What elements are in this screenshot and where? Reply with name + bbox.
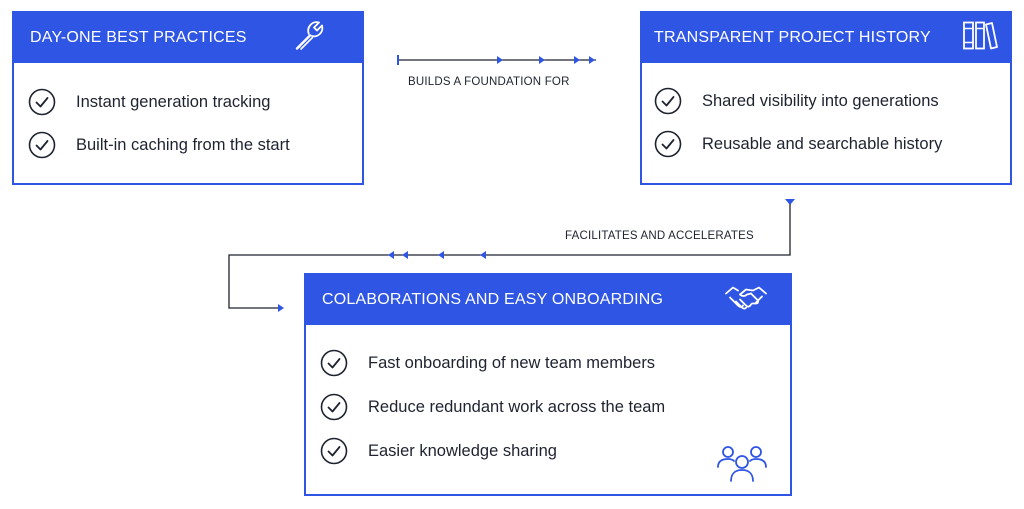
books-icon <box>962 19 998 58</box>
check-circle-icon <box>320 393 348 421</box>
item-label: Reduce redundant work across the team <box>368 397 666 416</box>
item-label: Reusable and searchable history <box>702 134 943 153</box>
wrench-icon <box>291 19 329 58</box>
item-label: Instant generation tracking <box>76 92 271 111</box>
item-label: Shared visibility into generations <box>702 91 939 110</box>
team-icon <box>716 443 768 488</box>
item-label: Fast onboarding of new team members <box>368 353 656 372</box>
list-item: Reduce redundant work across the team <box>320 393 665 421</box>
list-item: Shared visibility into generations <box>654 87 939 115</box>
check-circle-icon <box>28 131 56 159</box>
connector-label-top: BUILDS A FOUNDATION FOR <box>408 76 570 88</box>
card-header: COLABORATIONS AND EASY ONBOARDING <box>306 275 790 325</box>
list-item: Easier knowledge sharing <box>320 437 557 465</box>
list-item: Built-in caching from the start <box>28 131 290 159</box>
card-collaboration: COLABORATIONS AND EASY ONBOARDING Fast o… <box>304 273 792 496</box>
card-header: TRANSPARENT PROJECT HISTORY <box>642 13 1010 63</box>
card-title: TRANSPARENT PROJECT HISTORY <box>654 29 931 46</box>
check-circle-icon <box>654 87 682 115</box>
check-circle-icon <box>28 88 56 116</box>
check-circle-icon <box>654 130 682 158</box>
card-title: COLABORATIONS AND EASY ONBOARDING <box>322 291 664 308</box>
card-best-practices: DAY-ONE BEST PRACTICES Instant generatio… <box>12 11 364 185</box>
handshake-icon <box>724 282 768 319</box>
card-project-history: TRANSPARENT PROJECT HISTORY Shared visib… <box>640 11 1012 185</box>
check-circle-icon <box>320 349 348 377</box>
list-item: Instant generation tracking <box>28 88 270 116</box>
connector-label-bottom: FACILITATES AND ACCELERATES <box>565 230 754 242</box>
list-item: Reusable and searchable history <box>654 130 942 158</box>
card-header: DAY-ONE BEST PRACTICES <box>14 13 362 63</box>
item-label: Built-in caching from the start <box>76 135 290 154</box>
connector-facilitates <box>228 199 795 312</box>
card-title: DAY-ONE BEST PRACTICES <box>30 29 247 46</box>
item-label: Easier knowledge sharing <box>368 441 557 460</box>
list-item: Fast onboarding of new team members <box>320 349 655 377</box>
connector-builds-foundation <box>397 55 596 65</box>
check-circle-icon <box>320 437 348 465</box>
